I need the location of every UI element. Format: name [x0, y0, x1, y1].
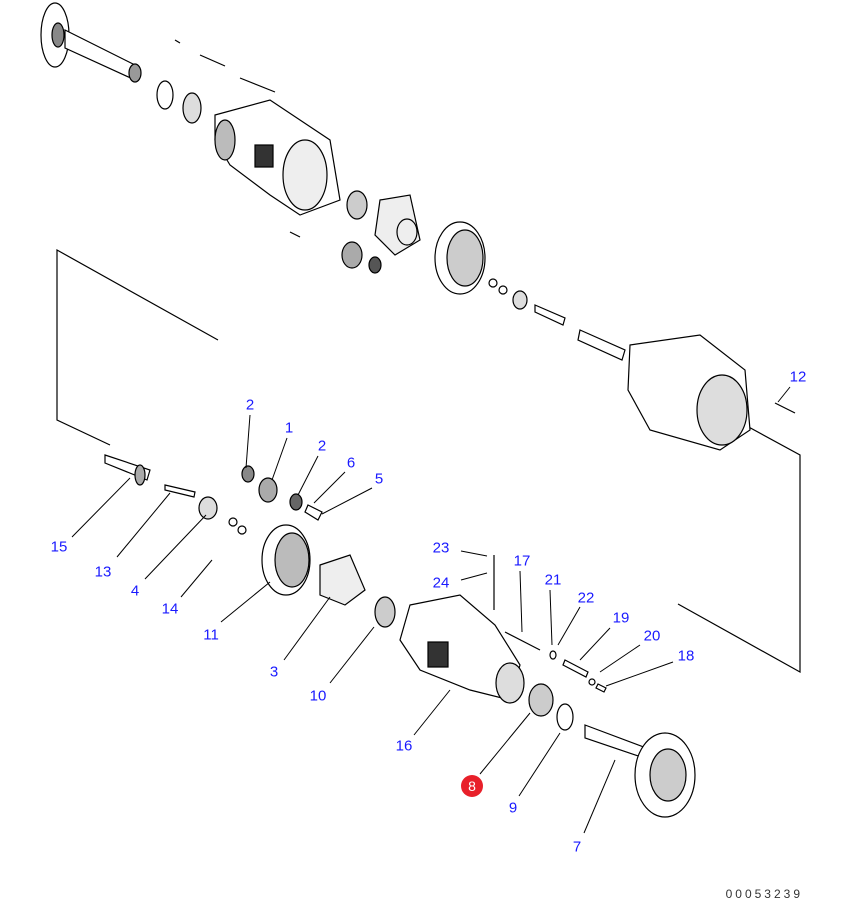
callout-20[interactable]: 20 — [643, 627, 661, 645]
callout-9[interactable]: 9 — [508, 799, 518, 817]
callout-4[interactable]: 4 — [130, 582, 140, 600]
document-number: 00053239 — [725, 887, 803, 901]
callout-11[interactable]: 11 — [203, 626, 219, 644]
callout-21[interactable]: 21 — [544, 571, 562, 589]
callout-13[interactable]: 13 — [94, 563, 112, 581]
callout-16[interactable]: 16 — [395, 737, 413, 755]
callout-2-bearing[interactable]: 2 — [245, 396, 255, 414]
leader-lines — [71, 386, 791, 834]
callout-2[interactable]: 2 — [317, 437, 327, 455]
callout-12[interactable]: 12 — [789, 368, 807, 386]
callout-17[interactable]: 17 — [513, 552, 531, 570]
callout-14[interactable]: 14 — [161, 600, 179, 618]
callout-8-highlighted[interactable]: 8 — [461, 775, 483, 797]
callout-15[interactable]: 15 — [50, 538, 68, 556]
callout-5[interactable]: 5 — [374, 470, 384, 488]
callout-22[interactable]: 22 — [577, 589, 595, 607]
upper-axle-assembly — [40, 2, 796, 451]
callout-6[interactable]: 6 — [346, 454, 356, 472]
callout-18[interactable]: 18 — [677, 647, 695, 665]
callout-23[interactable]: 23 — [432, 539, 450, 557]
callout-24[interactable]: 24 — [432, 574, 450, 592]
callout-10[interactable]: 10 — [309, 687, 327, 705]
callout-7[interactable]: 7 — [572, 838, 582, 856]
callout-19[interactable]: 19 — [612, 609, 630, 627]
callout-1[interactable]: 1 — [284, 419, 294, 437]
callout-3[interactable]: 3 — [269, 663, 279, 681]
lower-differential-assembly — [104, 454, 696, 818]
group-bracket-lines — [56, 248, 801, 674]
